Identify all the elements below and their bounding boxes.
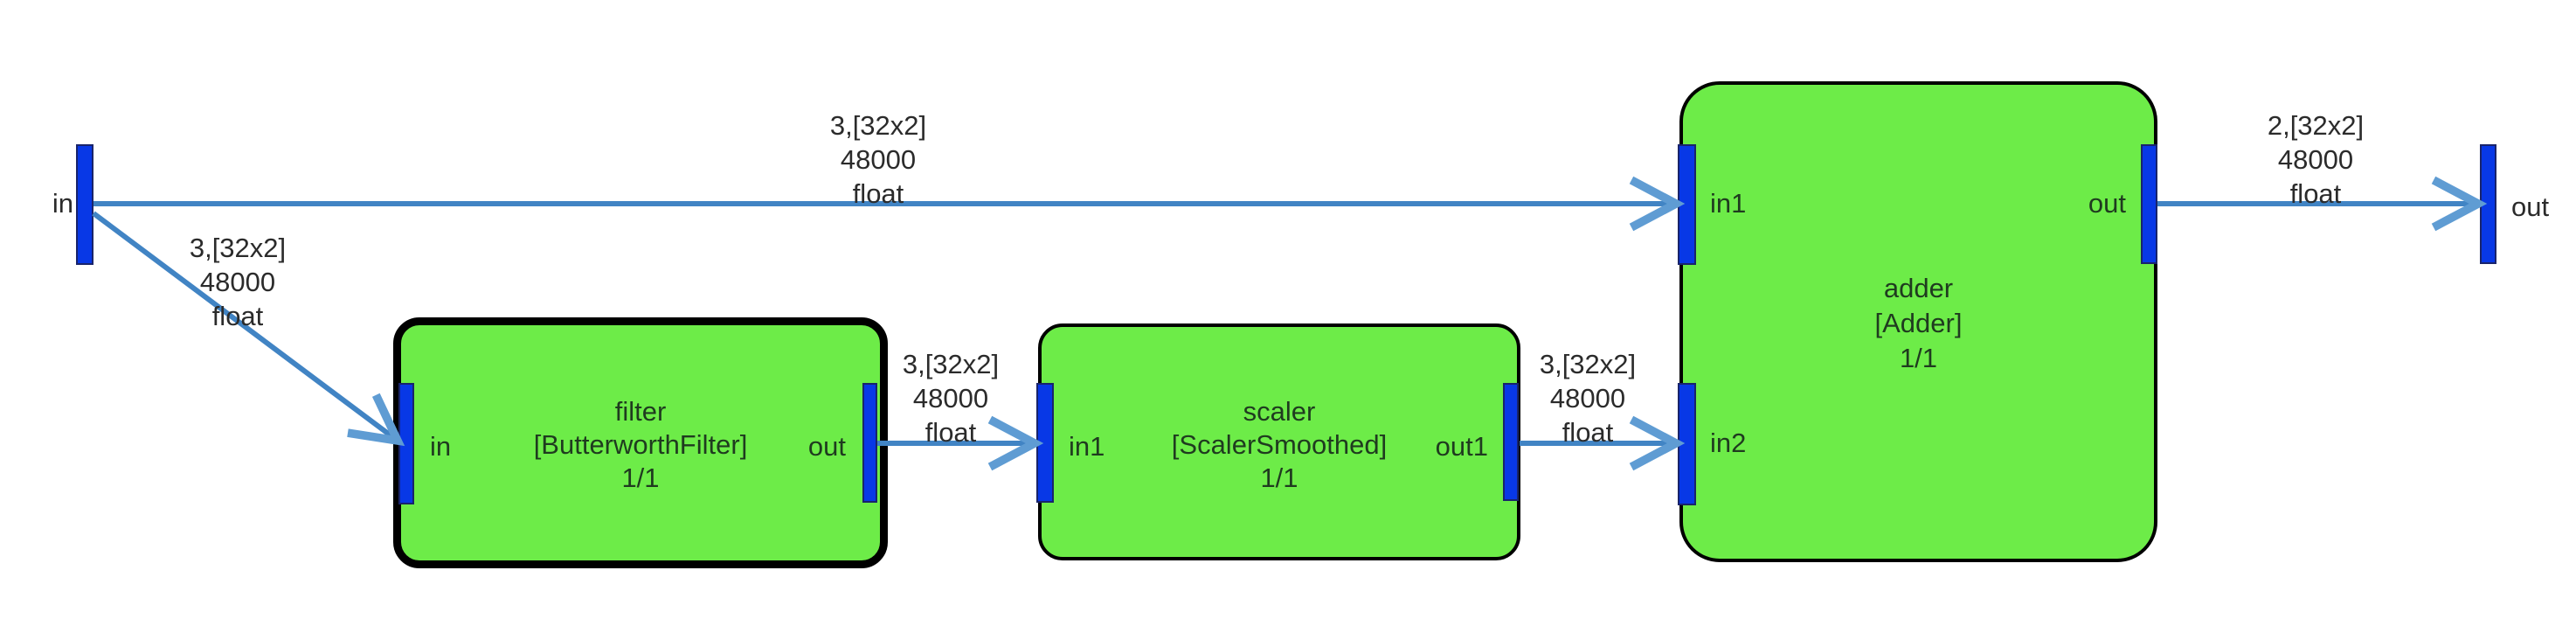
block-rate-label: 1/1 — [1899, 343, 1938, 373]
port-adder-in2-label: in2 — [1710, 428, 1747, 458]
block-filter-text: filter [ButterworthFilter] 1/1 — [401, 395, 880, 495]
port-scaler-in1-label: in1 — [1069, 431, 1105, 462]
port-filter-out-label: out — [807, 431, 846, 462]
block-rate-label: 1/1 — [1260, 463, 1298, 493]
block-scaler-text: scaler [ScalerSmoothed] 1/1 — [1042, 395, 1517, 495]
port-filter-out[interactable] — [862, 383, 877, 503]
port-adder-in1-label: in1 — [1710, 188, 1747, 219]
port-filter-in-label: in — [430, 431, 452, 462]
port-scaler-out1[interactable] — [1503, 383, 1519, 501]
block-filter[interactable]: filter [ButterworthFilter] 1/1 — [393, 317, 888, 568]
block-type-label: [ScalerSmoothed] — [1171, 429, 1388, 460]
block-type-label: [ButterworthFilter] — [533, 429, 748, 460]
block-name-label: adder — [1883, 273, 1954, 303]
external-input-port[interactable] — [76, 144, 93, 265]
block-name-label: scaler — [1243, 396, 1316, 427]
block-name-label: filter — [614, 396, 667, 427]
port-adder-out[interactable] — [2141, 144, 2157, 264]
external-input-label: in — [52, 188, 73, 219]
block-adder[interactable]: adder [Adder] 1/1 — [1679, 81, 2157, 562]
external-output-label: out — [2511, 191, 2550, 222]
port-adder-out-label: out — [2088, 188, 2126, 219]
port-scaler-out1-label: out1 — [1435, 431, 1488, 462]
edge-in-to-filter-in[interactable] — [92, 211, 405, 447]
block-rate-label: 1/1 — [621, 463, 660, 493]
block-type-label: [Adder] — [1874, 308, 1963, 338]
block-adder-text: adder [Adder] 1/1 — [1683, 271, 2154, 376]
